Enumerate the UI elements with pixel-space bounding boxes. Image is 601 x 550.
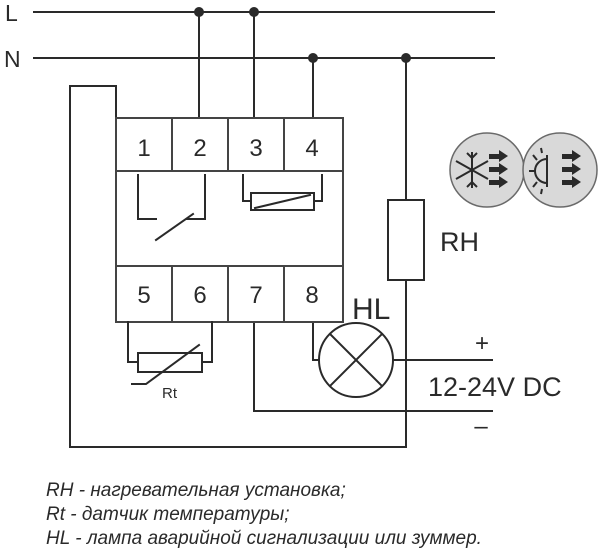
wire-terminal8-lamp bbox=[312, 321, 320, 361]
junction-dot bbox=[194, 7, 204, 17]
terminal-5: 5 bbox=[137, 282, 150, 309]
label-L: L bbox=[5, 0, 18, 26]
label-plus: + bbox=[475, 330, 489, 357]
sun-heat-icon bbox=[522, 132, 598, 208]
terminal-8: 8 bbox=[305, 282, 318, 309]
terminal-1: 1 bbox=[137, 135, 150, 162]
terminal-7: 7 bbox=[249, 282, 262, 309]
junction-dot bbox=[249, 7, 259, 17]
terminal-2: 2 bbox=[193, 135, 206, 162]
terminal-6: 6 bbox=[193, 282, 206, 309]
terminal-3: 3 bbox=[249, 135, 262, 162]
snowflake-heat-icon bbox=[449, 132, 525, 208]
label-N: N bbox=[4, 46, 21, 72]
module-body bbox=[115, 117, 344, 323]
legend-line-hl: HL - лампа аварийной сигнализации или зу… bbox=[46, 528, 482, 549]
relay-contact bbox=[137, 174, 206, 242]
label-minus: – bbox=[474, 413, 488, 440]
heater-resistor bbox=[387, 199, 425, 281]
junction-dot bbox=[401, 53, 411, 63]
lamp-hl bbox=[318, 322, 394, 398]
wire-terminal1-loop bbox=[69, 85, 407, 448]
label-voltage: 12-24V DC bbox=[428, 372, 562, 402]
relay-coil bbox=[242, 174, 323, 211]
label-rh: RH bbox=[440, 227, 479, 257]
thermistor-rt bbox=[127, 321, 213, 385]
legend-line-rt: Rt - датчик температуры; bbox=[46, 504, 290, 525]
wire-terminal7-minus bbox=[253, 321, 493, 412]
terminal-4: 4 bbox=[305, 135, 318, 162]
legend-line-rh: RH - нагревательная установка; bbox=[46, 480, 346, 501]
label-rt: Rt bbox=[162, 385, 178, 402]
junction-dot bbox=[308, 53, 318, 63]
label-hl: HL bbox=[352, 293, 390, 326]
